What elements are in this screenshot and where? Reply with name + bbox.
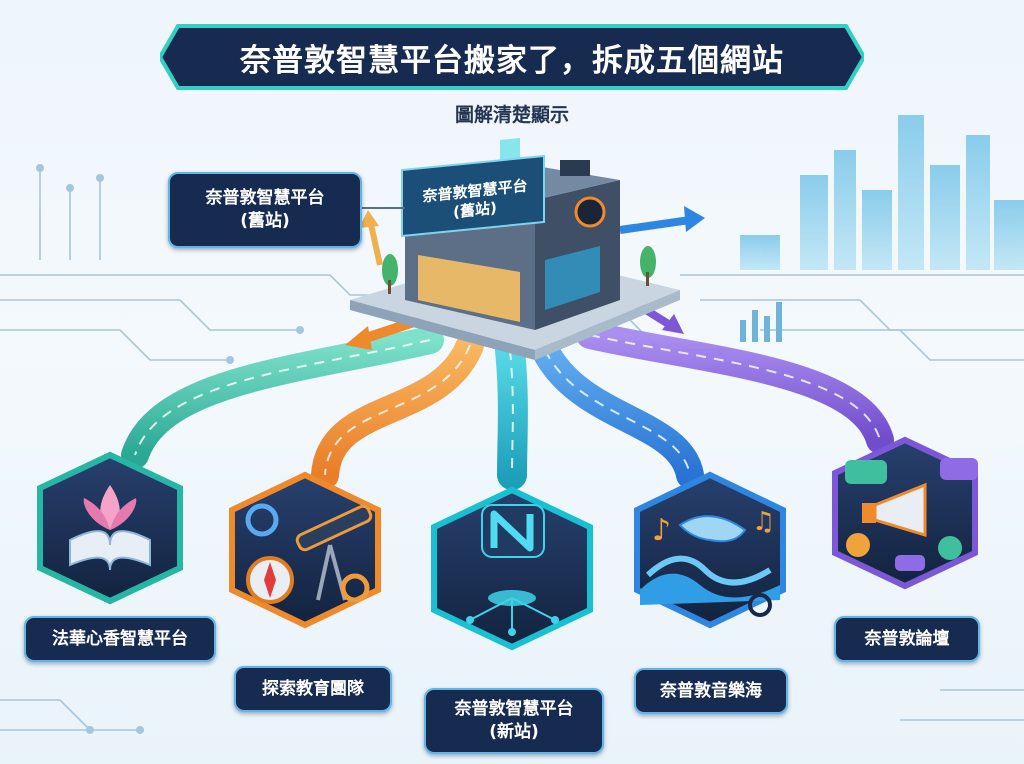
site-name: 法華心香智慧平台 — [52, 628, 188, 649]
site-name: 奈普敦音樂海 — [660, 680, 762, 701]
site-label-music-sea: 奈普敦音樂海 — [634, 668, 788, 714]
site-label-fahua: 法華心香智慧平台 — [24, 616, 216, 662]
old-site-note: (舊站) — [240, 211, 290, 231]
megaphone-chat-icon — [845, 458, 978, 571]
svg-text:♫: ♫ — [752, 507, 775, 537]
svg-text:♪: ♪ — [652, 513, 671, 548]
old-site-label: 奈普敦智慧平台 (舊站) — [168, 172, 362, 248]
site-name: 奈普敦論壇 — [864, 628, 950, 649]
city-skyline — [740, 115, 1024, 270]
dolphin-music-icon: ♪ ♫ — [640, 507, 780, 617]
bar-graph-decoration — [740, 302, 782, 342]
building-sign-note: (舊站) — [453, 198, 497, 222]
site-name: 探索教育團隊 — [262, 678, 364, 699]
site-note: (新站) — [489, 722, 539, 742]
n-logo-icon — [466, 504, 559, 636]
site-label-new-platform: 奈普敦智慧平台 (新站) — [424, 688, 604, 754]
telescope-compass-icon — [245, 503, 373, 604]
hex-badges: ♪ ♫ — [37, 436, 978, 651]
title-banner — [160, 24, 864, 90]
site-label-explore: 探索教育團隊 — [234, 666, 392, 712]
site-name: 奈普敦智慧平台 — [454, 699, 574, 720]
page-title: 奈普敦智慧平台搬家了，拆成五個網站 — [240, 42, 784, 79]
lotus-book-icon — [69, 485, 151, 571]
page-subtitle: 圖解清楚顯示 — [454, 104, 569, 126]
site-label-forum: 奈普敦論壇 — [834, 616, 980, 662]
old-site-name: 奈普敦智慧平台 — [205, 188, 325, 209]
migration-flows — [121, 321, 894, 490]
building-sign-board — [401, 154, 545, 238]
building-sign: 奈普敦智慧平台 (舊站) — [408, 161, 542, 241]
